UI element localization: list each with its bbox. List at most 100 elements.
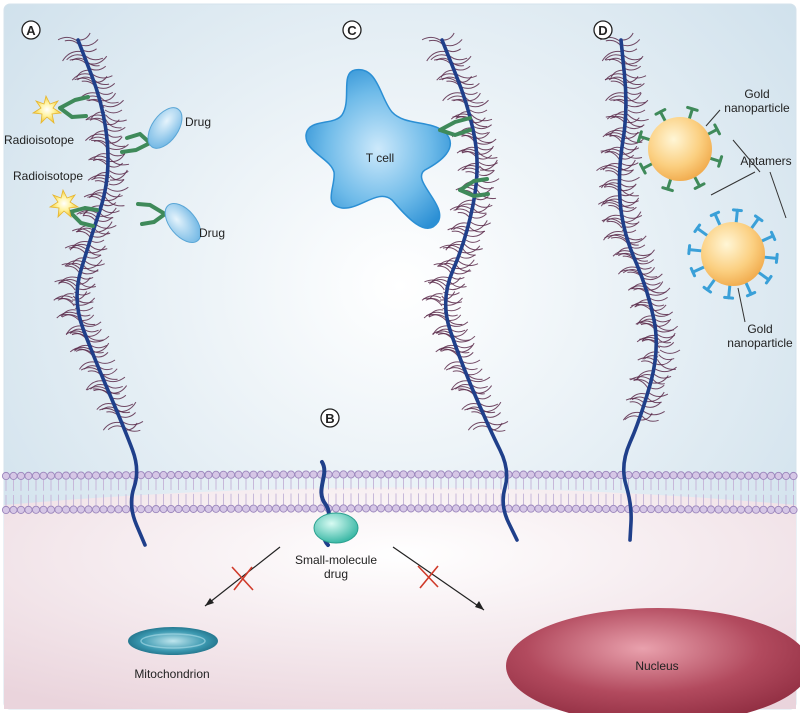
aptamer-bottom [705, 278, 716, 292]
lipid-head [151, 505, 161, 514]
lipid-head [429, 470, 438, 479]
lipid-head [181, 470, 191, 479]
lipid-head [474, 504, 483, 513]
lipid-head [489, 504, 498, 513]
aptamer-head-bottom [709, 210, 721, 218]
lipid-head [444, 470, 453, 479]
lipid-head [421, 504, 431, 513]
block-mark-left [231, 566, 254, 591]
gold-label-bottom-1: Gold [747, 322, 772, 336]
aptamer-bottom [763, 255, 779, 260]
aptamer-top [693, 175, 702, 188]
lipid-head [264, 470, 273, 479]
antibody-radioisotope-1 [58, 95, 90, 119]
t-cell-label: T cell [366, 151, 394, 165]
lipid-head [691, 471, 701, 480]
lipid-head [196, 470, 206, 479]
lipid-head [541, 504, 551, 513]
lipid-head [114, 505, 123, 514]
lipid-head [526, 470, 536, 479]
lipid-head [234, 470, 243, 479]
lipid-head [294, 504, 303, 513]
aptamers-label: Aptamers [740, 154, 791, 168]
lipid-head [346, 504, 356, 513]
lipid-head [219, 504, 228, 513]
block-mark-right [417, 565, 439, 589]
lipid-head [691, 505, 701, 514]
aptamer-bottom [744, 281, 753, 296]
lipid-head [309, 470, 318, 479]
lipid-head [714, 471, 723, 480]
aptamer-head-top [686, 105, 699, 112]
lipid-head [76, 471, 86, 480]
lipid-head [459, 470, 468, 479]
lipid-head [391, 504, 401, 513]
aptamer-head-bottom [687, 244, 692, 256]
lipid-head [474, 470, 483, 479]
mitochondrion-inner [140, 633, 206, 649]
lipid-head [331, 504, 341, 513]
lipid-head [639, 471, 648, 480]
aptamer-bottom [695, 226, 709, 237]
lipid-head [159, 505, 168, 514]
mucin-d-backbone [617, 38, 659, 542]
lipid-head [609, 470, 618, 479]
lipid-head [414, 504, 423, 513]
arrow-to-nucleus [392, 546, 485, 611]
nucleus-label: Nucleus [635, 659, 678, 673]
lipid-head [69, 505, 78, 514]
lipid-head [219, 470, 228, 479]
lipid-head [526, 504, 536, 513]
lipid-head [519, 470, 528, 479]
lipid-head [789, 505, 798, 515]
lipid-head [121, 471, 131, 480]
lipid-head [61, 505, 71, 514]
lipid-head [609, 504, 618, 513]
lipid-head [316, 504, 326, 513]
lipid-head [84, 471, 93, 480]
lipid-head [174, 504, 183, 514]
lipid-head [549, 470, 558, 479]
aptamer-top [706, 127, 719, 136]
lipid-head [466, 504, 476, 513]
lipid-head [481, 470, 491, 479]
lipid-head [436, 504, 446, 513]
lipid-head [646, 505, 656, 514]
lipid-head [286, 504, 296, 513]
lipid-head [76, 505, 86, 514]
aptamer-bottom [734, 208, 739, 224]
aptamer-top [709, 156, 722, 163]
lipid-head [766, 471, 776, 480]
lipid-head [721, 505, 731, 514]
panel-letter-c: C [347, 23, 357, 38]
aptamer-bottom [691, 265, 706, 274]
lipid-head [226, 504, 236, 513]
lipid-head [511, 504, 521, 513]
lipid-head [99, 471, 108, 480]
arrow-to-mitochondrion [204, 546, 281, 607]
lipid-head [639, 505, 648, 514]
lipid-head [729, 471, 738, 480]
lipid-head [301, 504, 311, 513]
lipid-head [339, 470, 348, 479]
aptamer-top [641, 162, 654, 171]
lipid-head [136, 505, 146, 514]
radioisotope-label-2: Radioisotope [13, 169, 83, 183]
small-molecule-drug [313, 512, 359, 544]
lipid-head [331, 470, 341, 479]
lipid-head [136, 471, 146, 480]
lipid-head [421, 470, 431, 479]
aptamer-head-bottom [764, 274, 773, 285]
mucin-c-backbone [440, 38, 519, 542]
lipid-head [61, 471, 71, 480]
lipid-head [459, 504, 468, 513]
aptamer-head-top [717, 155, 724, 168]
lipid-head [601, 504, 611, 513]
lipid-head [586, 504, 596, 513]
lipid-head [106, 505, 116, 514]
lipid-head [354, 504, 363, 513]
lipid-head [571, 470, 581, 479]
cell-membrane [1, 470, 798, 515]
lipid-head [339, 504, 348, 513]
aptamers-pointer-1 [710, 171, 756, 196]
